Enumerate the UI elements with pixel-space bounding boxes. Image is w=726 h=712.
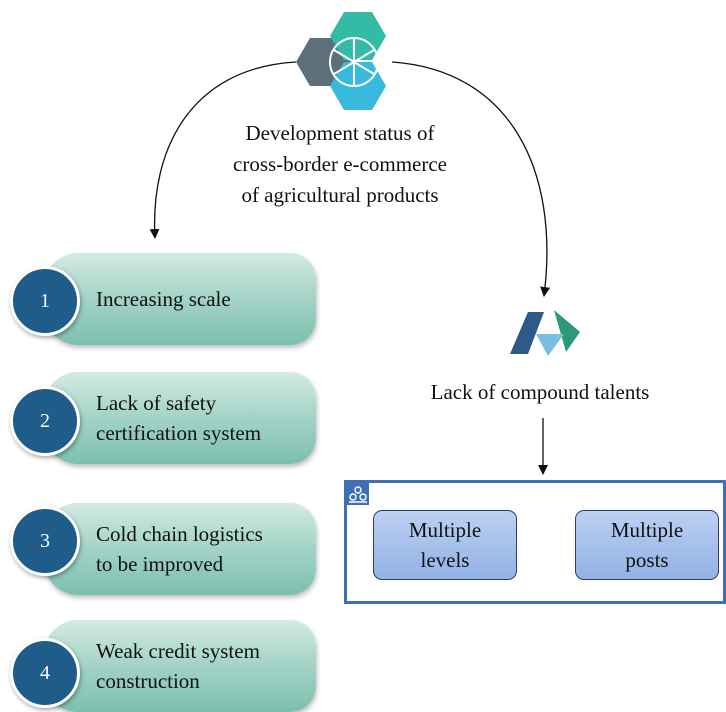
step-line: Lack of safety <box>96 391 217 415</box>
organization-icon <box>347 483 369 505</box>
box-line: levels <box>420 548 470 572</box>
step-number-badge: 4 <box>10 638 80 708</box>
talents-label: Lack of compound talents <box>430 380 650 404</box>
triangle-logo-icon <box>510 310 580 356</box>
hexagon-cluster-icon <box>296 12 386 110</box>
step-number-badge: 1 <box>10 266 80 336</box>
title-line: of agricultural products <box>241 183 439 207</box>
step-card: Lack of safety certification system <box>44 372 316 464</box>
box-line: posts <box>625 548 669 572</box>
talents-frame: Multiple levels Multiple posts <box>344 480 726 604</box>
step-line: certification system <box>96 421 262 445</box>
multiple-levels-box: Multiple levels <box>373 510 517 580</box>
title-line: Development status of <box>245 121 435 145</box>
step-number-badge: 3 <box>10 506 80 576</box>
box-line: Multiple <box>408 518 482 542</box>
step-line: Increasing scale <box>96 287 231 311</box>
step-line: construction <box>96 669 200 693</box>
arrow-to-steps <box>149 61 297 239</box>
step-number-badge: 2 <box>10 386 80 456</box>
step-text: Cold chain logistics to be improved <box>96 503 308 595</box>
step-card: Cold chain logistics to be improved <box>44 503 316 595</box>
step-card: Increasing scale <box>44 253 316 345</box>
arrow-to-talents <box>391 61 551 297</box>
step-line: Weak credit system <box>96 639 260 663</box>
step-line: to be improved <box>96 552 224 576</box>
step-line: Cold chain logistics <box>96 522 263 546</box>
step-text: Weak credit system construction <box>96 620 308 712</box>
diagram-title: Development status of cross-border e-com… <box>190 118 490 211</box>
box-line: Multiple <box>610 518 684 542</box>
step-text: Lack of safety certification system <box>96 372 308 464</box>
step-text: Increasing scale <box>96 253 308 345</box>
multiple-posts-box: Multiple posts <box>575 510 719 580</box>
step-card: Weak credit system construction <box>44 620 316 712</box>
title-line: cross-border e-commerce <box>233 152 447 176</box>
